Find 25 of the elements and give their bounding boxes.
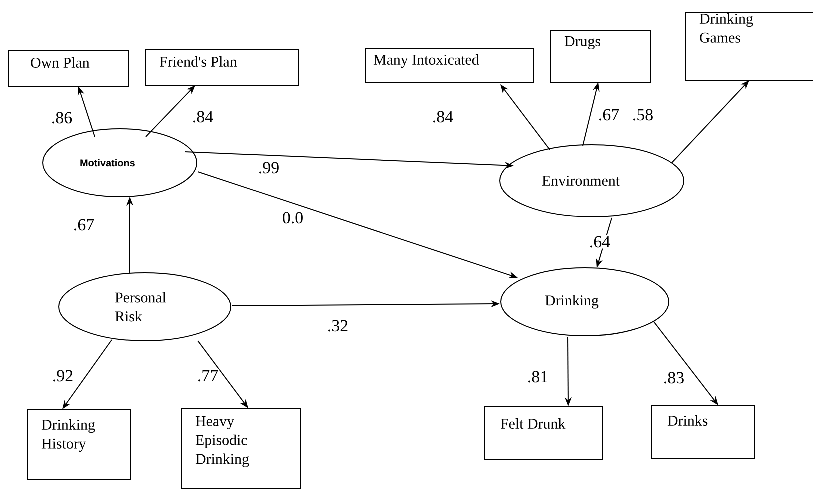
edge-label: .81: [526, 370, 550, 384]
variable-box: Drinking History: [27, 408, 131, 480]
variable-box: Own Plan: [8, 50, 129, 87]
variable-box: Friend's Plan: [145, 49, 299, 86]
variable-box: Many Intoxicated: [365, 48, 534, 83]
arrow: [672, 80, 750, 164]
edge-label: .58: [631, 108, 655, 122]
edge-label: .84: [191, 110, 215, 124]
edge-label: .99: [257, 161, 281, 175]
edge-label: .64: [588, 235, 612, 249]
edge-label: .77: [196, 369, 220, 383]
edge-label: .32: [326, 319, 350, 333]
variable-box: Felt Drunk: [484, 406, 603, 460]
edge-label: .67: [72, 218, 96, 232]
variable-box: Drinks: [651, 404, 755, 459]
variable-box: Drugs: [550, 30, 651, 83]
edge-label: 0.0: [281, 211, 305, 225]
variable-box: Heavy Episodic Drinking: [181, 408, 301, 489]
arrow: [146, 86, 196, 138]
edge-label: .83: [662, 371, 686, 385]
edge-label: .67: [597, 108, 621, 122]
edge-label: .86: [50, 111, 74, 125]
edge-label: .84: [431, 110, 455, 124]
edge-label: .92: [51, 369, 75, 383]
variable-box: Drinking Games: [685, 12, 813, 81]
